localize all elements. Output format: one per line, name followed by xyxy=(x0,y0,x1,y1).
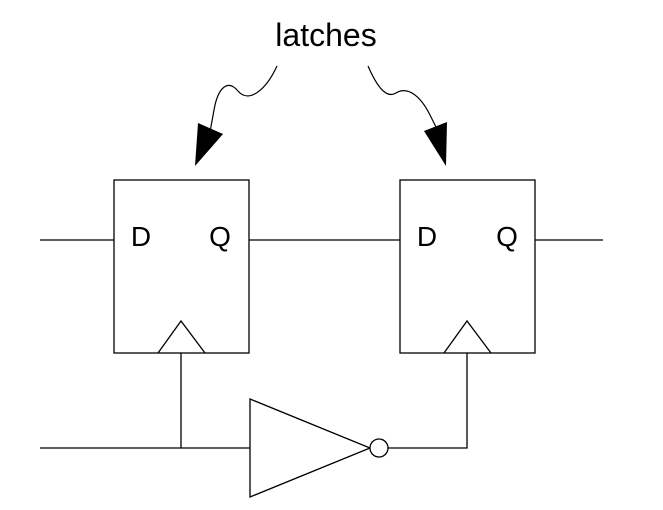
inverter-bubble xyxy=(369,438,389,458)
latch-1-box xyxy=(113,179,250,354)
left-arrowhead xyxy=(195,123,223,166)
latch-1-clock-triangle xyxy=(157,319,206,354)
latch-2-q-label: Q xyxy=(496,221,518,252)
latch-1-q-label: Q xyxy=(209,221,231,252)
latches-caption: latches xyxy=(275,17,376,53)
latch-1-d-label: D xyxy=(131,221,151,252)
latch-2-box xyxy=(399,179,536,354)
right-pointer-curve xyxy=(367,65,437,128)
inverter-gate xyxy=(249,398,372,498)
inverted-clock-wire xyxy=(388,353,468,449)
latch-2-clock-triangle xyxy=(443,319,492,354)
left-pointer-curve xyxy=(209,65,278,133)
latch-2-d-label: D xyxy=(417,221,437,252)
right-arrowhead xyxy=(424,122,447,166)
